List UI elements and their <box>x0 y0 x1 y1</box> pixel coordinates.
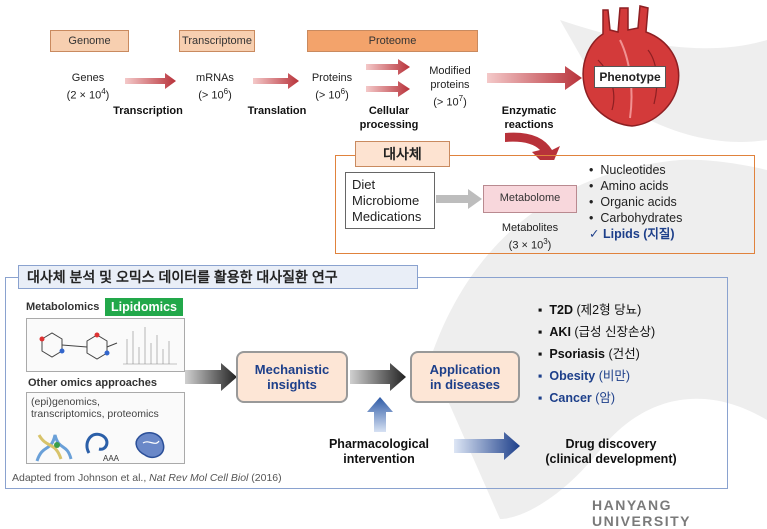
genes-label: Genes (2 × 104) <box>66 72 110 102</box>
metabolomics-label: Metabolomics <box>26 301 100 313</box>
disease-item-t2d: ▪ T2D (제2형 당뇨) <box>538 303 642 317</box>
metabolite-class-item: • Nucleotides <box>589 163 666 177</box>
metabolome-panel <box>335 155 755 254</box>
arrow-proteins-modified-2 <box>366 81 410 97</box>
metabolome-title: 대사체 <box>355 141 450 167</box>
metabolite-class-list: • Nucleotides • Amino acids • Organic ac… <box>589 162 749 242</box>
metabolite-class-item: • Amino acids <box>589 179 669 193</box>
arrow-genes-mrnas <box>125 73 176 89</box>
other-omics-list: (epi)genomics, transcriptomics, proteomi… <box>31 396 159 420</box>
modified-proteins-label: Modified proteins (> 107) <box>429 65 471 109</box>
mrnas-label: mRNAs (> 106) <box>196 72 234 102</box>
pathway-arrows <box>125 59 582 160</box>
disease-item-aki: ▪ AKI (급성 신장손상) <box>538 325 656 339</box>
input-microbiome: Microbiome <box>352 193 420 208</box>
arrow-enzymatic-metabolome <box>505 132 560 160</box>
metabolite-class-item-lipids: ✓ Lipids (지질) <box>589 227 675 241</box>
disease-item-cancer: ▪ Cancer (암) <box>538 391 616 405</box>
citation-caption: Adapted from Johnson et al., Nat Rev Mol… <box>12 472 282 484</box>
disease-list: ▪ T2D (제2형 당뇨) ▪ AKI (급성 신장손상) ▪ Psorias… <box>538 302 723 406</box>
drug-discovery-label: Drug discovery(clinical development) <box>545 437 677 466</box>
metabolite-class-item: • Organic acids <box>589 195 677 209</box>
arrow-pharma-up <box>367 397 393 432</box>
heart-icon <box>582 5 680 127</box>
metabolome-box: Metabolome <box>483 185 577 213</box>
transcriptome-header: Transcriptome <box>179 30 255 52</box>
disease-item-obesity: ▪ Obesity (비만) <box>538 369 631 383</box>
other-omics-label: Other omics approaches <box>28 377 157 389</box>
metabolome-inputs-box: Diet Microbiome Medications <box>345 172 435 229</box>
metabolite-class-item: • Carbohydrates <box>589 211 683 225</box>
phenotype-label: Phenotype <box>594 66 666 88</box>
aaa-text: AAA <box>103 454 120 463</box>
lipidomics-badge: Lipidomics <box>105 298 183 316</box>
arrow-proteins-modified-1 <box>366 59 410 75</box>
university-logo-text: HANYANG UNIVERSITY <box>592 497 692 529</box>
disease-item-psoriasis: ▪ Psoriasis (건선) <box>538 347 640 361</box>
arrow-mechanistic-application <box>350 363 406 391</box>
input-diet: Diet <box>352 177 376 192</box>
translation-label: Translation <box>247 105 307 117</box>
arrow-mrnas-proteins <box>253 73 299 89</box>
research-panel-title: 대사체 분석 및 오믹스 데이터를 활용한 대사질환 연구 <box>18 265 418 289</box>
arrow-pharma-drug <box>454 432 520 460</box>
metabolomics-image <box>26 318 185 372</box>
genome-header: Genome <box>50 30 129 52</box>
arrow-inputs-metabolome <box>436 189 482 209</box>
other-omics-image: (epi)genomics, transcriptomics, proteomi… <box>26 392 185 464</box>
arrow-omics-mechanistic <box>185 363 237 391</box>
proteins-label: Proteins (> 106) <box>311 72 353 102</box>
input-medications: Medications <box>352 209 422 224</box>
omics-structures-icon: AAA <box>35 432 165 463</box>
arrow-modified-phenotype <box>487 66 582 90</box>
transcription-label: Transcription <box>113 105 183 117</box>
proteome-header: Proteome <box>307 30 478 52</box>
metabolites-label: Metabolites (3 × 103) <box>501 222 559 252</box>
molecule-structure-icon <box>39 327 177 365</box>
